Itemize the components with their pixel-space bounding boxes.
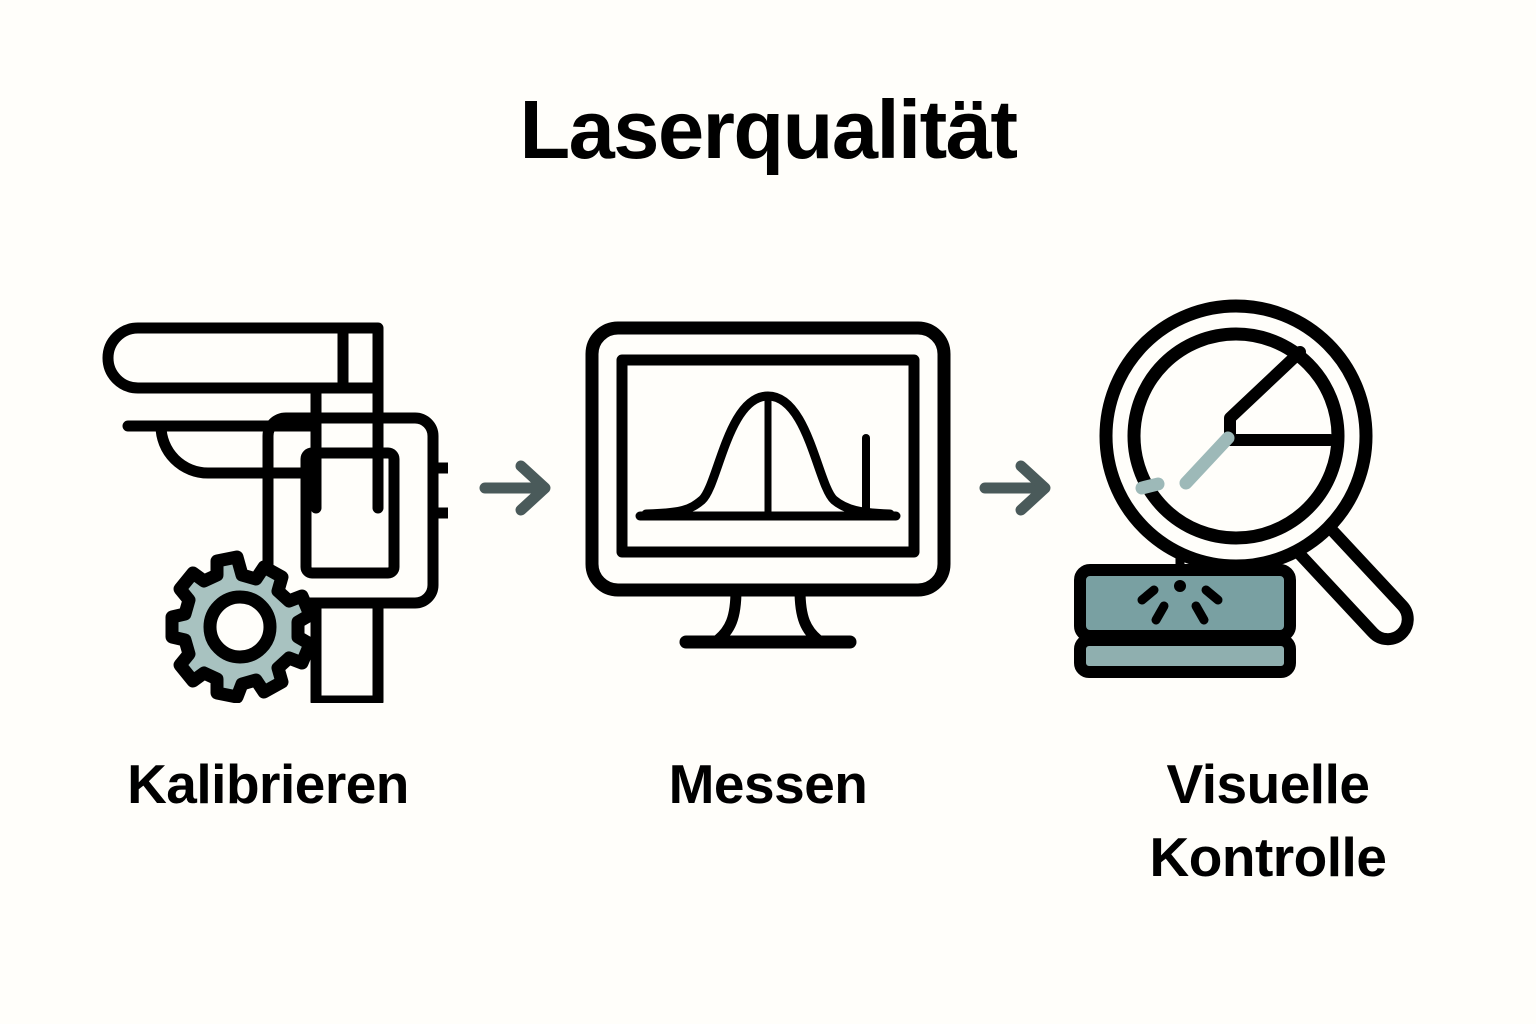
laser-focus-point [1174,580,1186,592]
caliper-gear-icon [102,322,448,703]
label-kalibrieren: Kalibrieren [127,753,409,815]
step-kalibrieren [68,268,468,708]
step-messen [568,268,968,708]
page-title: Laserqualität [519,83,1018,176]
label-line-2: Kontrolle [1149,825,1387,888]
arrow-2-cell [968,268,1068,708]
gaussian-curve [635,391,901,521]
label-visuelle-kontrolle: Visuelle Kontrolle [1068,748,1468,893]
magnifier-laser-block-icon [1074,299,1414,678]
arrow-right-icon [479,460,551,516]
label-messen: Messen [668,753,868,815]
monitor-gaussian-chart-icon [585,321,951,649]
arrow-right-icon [979,460,1051,516]
magnifier-inner-ring [1127,327,1345,545]
arrow-1-cell [468,268,568,708]
gear-shape [165,550,317,703]
laser-spark-icon [1137,585,1223,625]
label-line-1: Visuelle [1166,753,1370,815]
laser-block [1074,564,1296,678]
process-flow [0,258,1536,718]
step-visuelle-kontrolle [1068,268,1468,708]
lens-beam-marks [1135,431,1235,495]
step-labels: Kalibrieren Messen Visuelle Kontrolle [0,748,1536,948]
